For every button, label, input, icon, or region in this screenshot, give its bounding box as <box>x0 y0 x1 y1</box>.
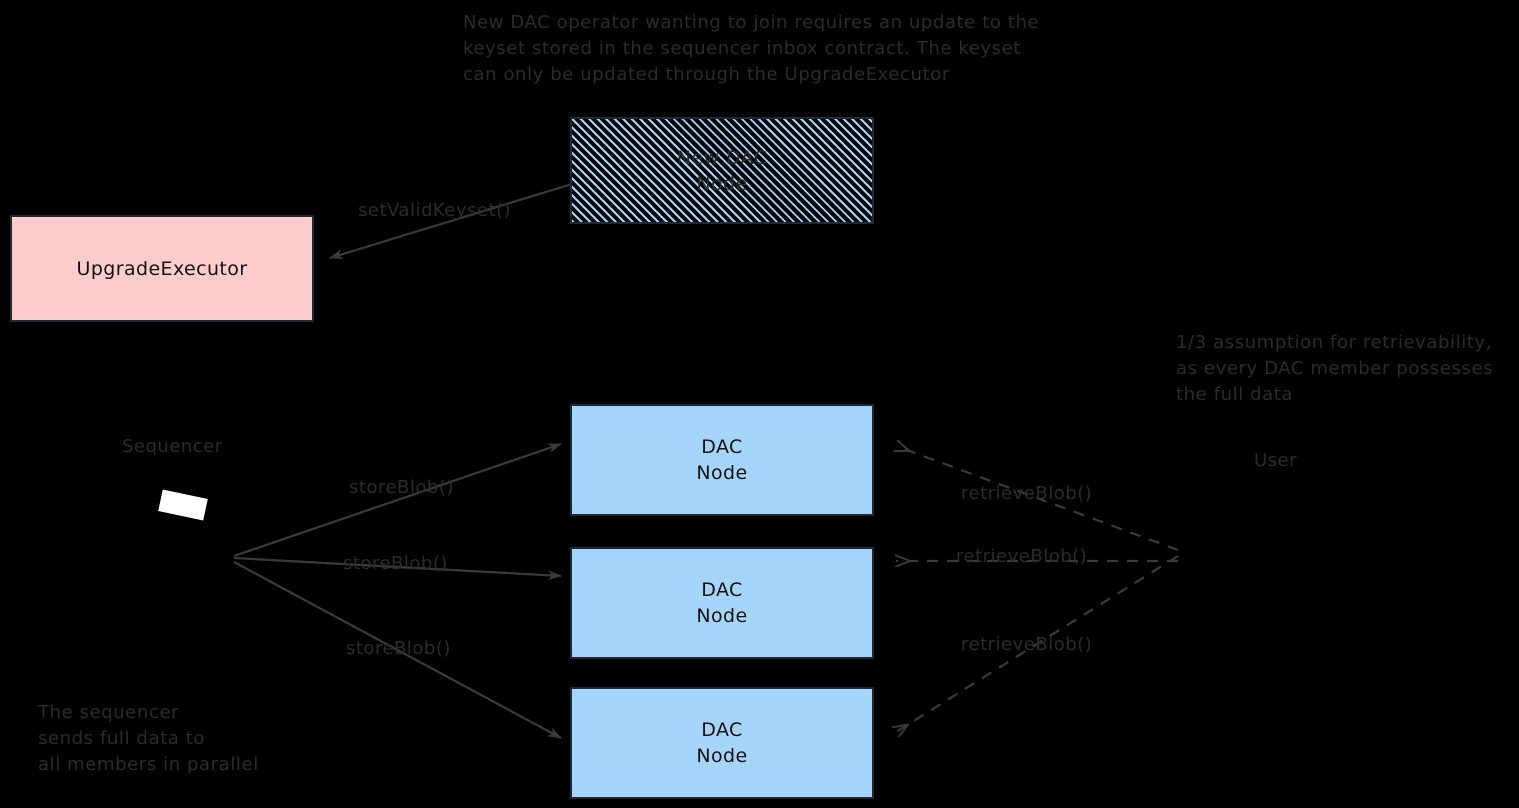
edge-label-store-blob-2: storeBlob() <box>343 553 448 574</box>
edge-label-retrieve-blob-2: retrieveBlob() <box>956 546 1088 567</box>
node-dac-node-2[interactable]: DAC Node <box>570 547 874 659</box>
edge-label-retrieve-blob-3: retrieveBlob() <box>961 634 1093 655</box>
edge-label-retrieve-blob-1: retrieveBlob() <box>961 483 1093 504</box>
edge-label-set-valid-keyset: setValidKeyset() <box>358 200 512 221</box>
sequencer-icon <box>158 489 208 521</box>
node-new-dac-node[interactable]: New DAC Node <box>570 117 874 224</box>
actor-user-label: User <box>1254 450 1298 471</box>
edge-set-valid-keyset <box>329 182 573 260</box>
note-bottom-left: The sequencer sends full data to all mem… <box>38 702 259 775</box>
edge-store-blob-1 <box>233 442 562 558</box>
note-top: New DAC operator wanting to join require… <box>463 12 1040 85</box>
node-upgrade-executor[interactable]: UpgradeExecutor <box>10 215 314 322</box>
edge-label-store-blob-3: storeBlob() <box>346 638 451 659</box>
edge-label-store-blob-1: storeBlob() <box>349 477 454 498</box>
node-dac-node-1[interactable]: DAC Node <box>570 404 874 516</box>
node-dac-node-3[interactable]: DAC Node <box>570 687 874 799</box>
note-right: 1/3 assumption for retrievability, as ev… <box>1176 332 1494 405</box>
actor-sequencer-label: Sequencer <box>122 436 223 457</box>
